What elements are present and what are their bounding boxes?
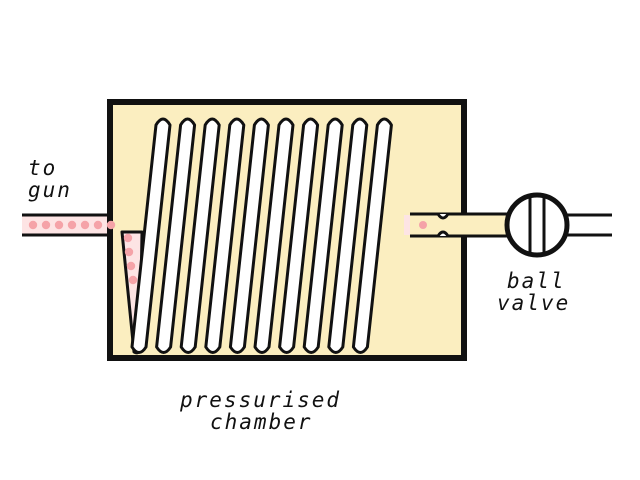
supply-pipe [567, 213, 612, 237]
pellet [128, 275, 138, 285]
coil-turn [179, 117, 221, 354]
pellet [106, 220, 116, 230]
inlet-pipe-from-valve [410, 212, 508, 238]
coil-turn [351, 117, 393, 354]
to-gun-label-line-2: gun [28, 178, 72, 202]
chamber-label-line-1: pressurised [180, 388, 342, 412]
coil-turn [155, 117, 197, 354]
coiled-tube [130, 117, 418, 354]
coil-turn [327, 117, 369, 354]
coil-turn [204, 117, 246, 354]
pellet [54, 220, 64, 230]
pellets [28, 220, 138, 285]
coil-turn [130, 117, 172, 354]
to-gun-label-line-1: to [28, 156, 58, 180]
chamber-label-line-2: chamber [210, 410, 313, 434]
coil-turn [278, 117, 320, 354]
coil-turn [228, 117, 270, 354]
pellet [123, 233, 133, 243]
ball-valve-icon[interactable] [504, 192, 570, 258]
pellet [126, 261, 136, 271]
coil-turn [253, 117, 295, 354]
pellet [67, 220, 77, 230]
pellet [28, 220, 38, 230]
ball-valve-label: ball valve [497, 270, 570, 314]
chamber-label: pressurised chamber [180, 389, 341, 433]
pellet [41, 220, 51, 230]
pellet [80, 220, 90, 230]
ball-valve-label-line-1: ball [507, 269, 566, 293]
pellet [93, 220, 103, 230]
coil-turn [302, 117, 344, 354]
to-gun-label: to gun [28, 157, 72, 201]
pellet [124, 247, 134, 257]
ball-valve-label-line-2: valve [497, 291, 571, 315]
